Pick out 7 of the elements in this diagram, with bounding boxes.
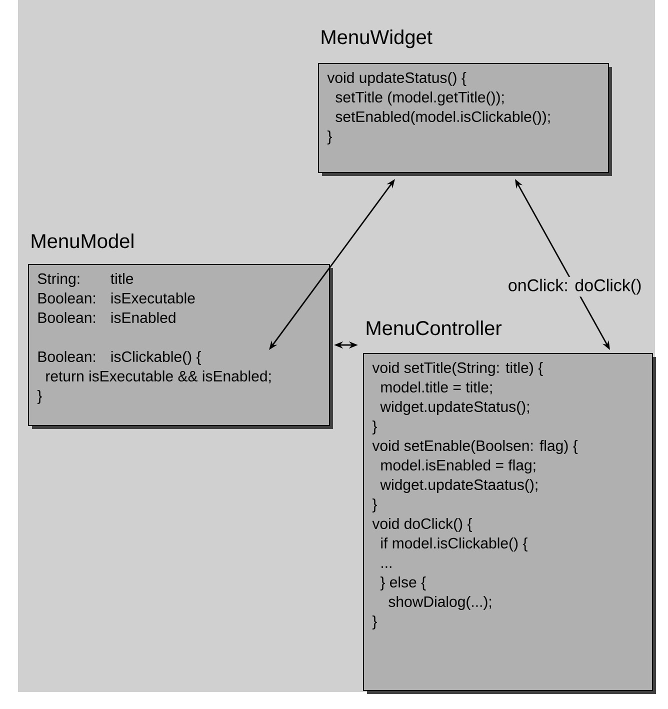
class-heading: MenuModel (32, 234, 134, 248)
class-heading: MenuController (366, 320, 502, 336)
edge-label: onClick: doClick() (506, 276, 644, 297)
code-box: void setTitle(String: title) { model.title = title; widget.updateStatus(); } void setEnable(Boolsen: flag) { model.isEnabled = flag; widget.updateStaatus(); } void doClick() { if model.isClickable() { ... } else { showDialog(...); } (363, 353, 656, 694)
class-heading: MenuWidget (322, 30, 432, 48)
code-box: String: title Boolean: isExecutable Boolean: isEnabled Boolean: isClickable() { return isExecutable && isEnabled; } (28, 264, 333, 429)
code-box: void updateStatus() { setTitle (model.getTitle()); setEnabled(model.isClickable()); } (318, 63, 612, 176)
